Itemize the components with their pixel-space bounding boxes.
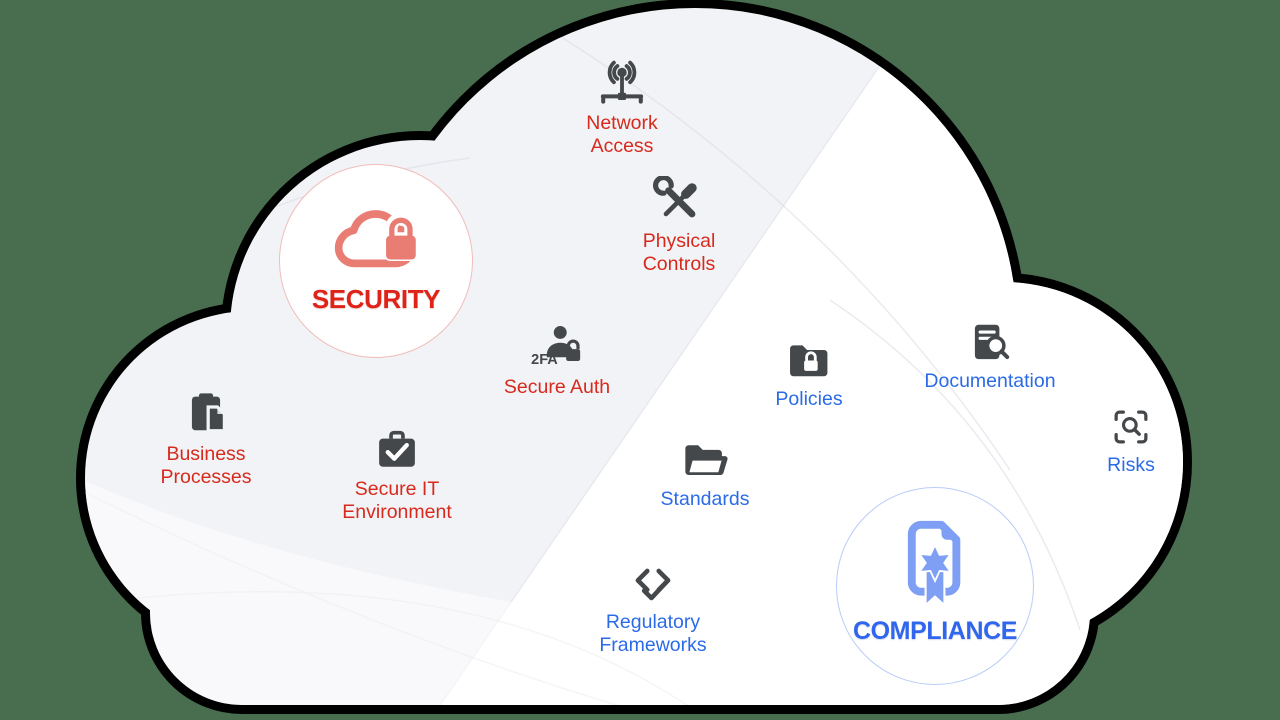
node-label: Documentation — [924, 370, 1056, 392]
twofa-text: 2FA — [531, 352, 558, 368]
node-label: Business Processes — [160, 443, 252, 488]
node-label: Network Access — [586, 112, 658, 157]
section-divider-line — [429, 8, 926, 705]
node-label: Risks — [1107, 454, 1155, 476]
node-regulatory-frameworks: Regulatory Frameworks — [573, 561, 733, 657]
network-antenna-icon — [600, 60, 644, 104]
node-secure-auth: 2FA Secure Auth — [502, 322, 612, 399]
two-factor-auth-icon: 2FA — [531, 326, 581, 368]
node-standards: Standards — [640, 436, 770, 511]
security-heading: SECURITY — [311, 284, 441, 314]
node-label: Regulatory Frameworks — [599, 611, 707, 656]
code-check-icon — [635, 568, 671, 601]
open-folder-icon — [685, 445, 728, 476]
briefcase-check-icon — [379, 430, 415, 467]
crossed-tools-icon — [653, 176, 697, 218]
certified-document-icon — [907, 520, 961, 608]
compliance-badge: COMPLIANCE — [836, 487, 1034, 685]
locked-folder-icon — [790, 345, 828, 377]
decorative-wave — [85, 470, 1110, 705]
node-policies: Policies — [749, 336, 869, 411]
node-label: Policies — [775, 388, 843, 410]
node-label: Secure IT Environment — [342, 478, 452, 523]
node-risks: Risks — [1081, 404, 1181, 477]
cloud-lock-icon — [334, 210, 419, 268]
node-secure-it-environment: Secure IT Environment — [317, 426, 477, 524]
document-search-icon — [974, 324, 1010, 360]
node-physical-controls: Physical Controls — [614, 176, 744, 276]
security-badge: SECURITY — [279, 164, 473, 358]
clipboard-copy-icon — [191, 393, 227, 433]
compliance-heading: COMPLIANCE — [852, 617, 1018, 645]
scan-search-icon — [1114, 410, 1148, 444]
node-network-access: Network Access — [557, 56, 687, 158]
node-label: Secure Auth — [503, 376, 611, 398]
node-documentation: Documentation — [905, 320, 1075, 393]
node-business-processes: Business Processes — [136, 389, 276, 489]
node-label: Standards — [660, 488, 750, 510]
node-label: Physical Controls — [642, 230, 716, 275]
